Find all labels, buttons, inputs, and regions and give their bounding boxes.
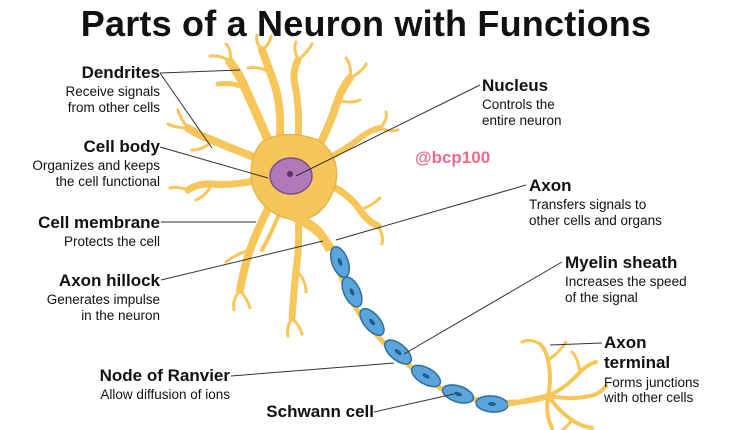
label-axon-hillock-desc: Generates impulse in the neuron [0,292,160,323]
label-axon-desc: Transfers signals to other cells and org… [529,197,724,228]
desc-line: from other cells [67,99,160,115]
label-cell-membrane: Cell membrane Protects the cell [0,213,160,250]
label-myelin-sheath-title: Myelin sheath [565,253,678,272]
desc-line: other cells and organs [529,212,662,228]
label-axon: Axon Transfers signals to other cells an… [529,176,724,228]
desc-line: of the signal [565,289,638,305]
label-nucleus-desc: Controls the entire neuron [482,97,642,128]
watermark-text: @bcp100 [415,148,491,167]
label-cell-membrane-desc: Protects the cell [0,234,160,250]
desc-line: Protects the cell [63,234,160,250]
label-axon-terminal-desc: Forms junctions with other cells [604,375,729,406]
label-myelin-sheath: Myelin sheath Increases the speed of the… [565,253,730,305]
label-node-of-ranvier: Node of Ranvier Allow diffusion of ions [30,366,230,403]
leader-dendrites-2 [159,72,213,149]
leader-dendrites [159,69,241,74]
label-node-of-ranvier-desc: Allow diffusion of ions [30,387,230,403]
label-schwann-cell-title: Schwann cell [266,402,374,421]
label-cell-body-desc: Organizes and keeps the cell functional [0,158,160,189]
leader-cell-body [159,146,269,179]
desc-line: Forms junctions [604,374,700,390]
desc-line: Transfers signals to [529,197,647,213]
desc-line: in the neuron [81,307,160,323]
label-myelin-sheath-desc: Increases the speed of the signal [565,274,730,305]
leader-nucleus [295,84,481,177]
myelin-inner-marks [337,258,496,407]
desc-line: the cell functional [55,173,160,189]
leader-axon-hillock [160,240,324,281]
label-axon-hillock-title: Axon hillock [58,271,160,290]
leader-axon [335,184,527,241]
label-dendrites: Dendrites Receive signals from other cel… [20,63,160,115]
label-axon-terminal: Axon terminal Forms junctions with other… [604,333,729,406]
label-axon-terminal-title: Axon terminal [604,333,729,374]
leader-schwann [373,393,455,413]
label-axon-hillock: Axon hillock Generates impulse in the ne… [0,271,160,323]
label-dendrites-title: Dendrites [81,63,160,82]
axon-hillock-shape [290,214,336,252]
label-axon-title: Axon [529,176,572,195]
label-dendrites-desc: Receive signals from other cells [20,84,160,115]
myelin-sheath [329,245,509,413]
title-line: terminal [604,353,671,373]
leader-node-of-ranvier [230,362,395,377]
label-nucleus-title: Nucleus [482,76,549,95]
axon-terminal-branches [507,338,608,430]
desc-line: Organizes and keeps [32,158,160,174]
title-line: Axon [604,333,647,352]
desc-line: with other cells [604,390,694,406]
label-cell-body-title: Cell body [83,137,160,156]
leader-myelin [403,261,563,355]
desc-line: Controls the [482,97,555,113]
desc-line: Generates impulse [46,292,160,308]
label-cell-body: Cell body Organizes and keeps the cell f… [0,137,160,189]
page-title: Parts of a Neuron with Functions [80,3,652,44]
desc-line: Increases the speed [565,274,687,290]
leader-lines [159,69,603,413]
leader-axon-terminal [549,342,603,346]
desc-line: Receive signals [65,84,160,100]
label-nucleus: Nucleus Controls the entire neuron [482,76,642,128]
label-cell-membrane-title: Cell membrane [38,213,160,232]
label-node-of-ranvier-title: Node of Ranvier [99,366,230,385]
nucleolus-shape [287,171,293,177]
label-schwann-cell: Schwann cell [214,402,374,422]
desc-line: Allow diffusion of ions [100,387,230,403]
dendrites [166,33,400,338]
desc-line: entire neuron [482,112,562,128]
